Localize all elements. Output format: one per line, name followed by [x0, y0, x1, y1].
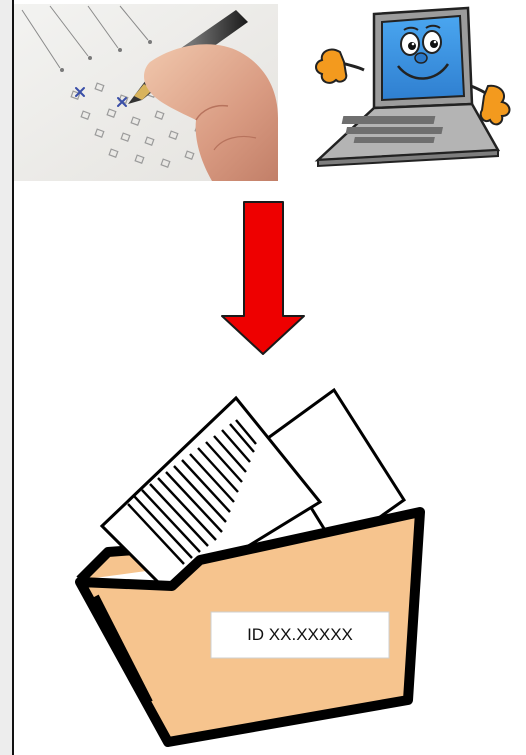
pen-checklist-photo-icon — [14, 4, 278, 181]
folder-id-label: ID XX.XXXXX — [211, 612, 389, 658]
red-down-arrow-icon — [222, 202, 304, 354]
document-folder-icon — [80, 390, 420, 742]
smiling-laptop-cartoon-icon — [316, 8, 510, 166]
